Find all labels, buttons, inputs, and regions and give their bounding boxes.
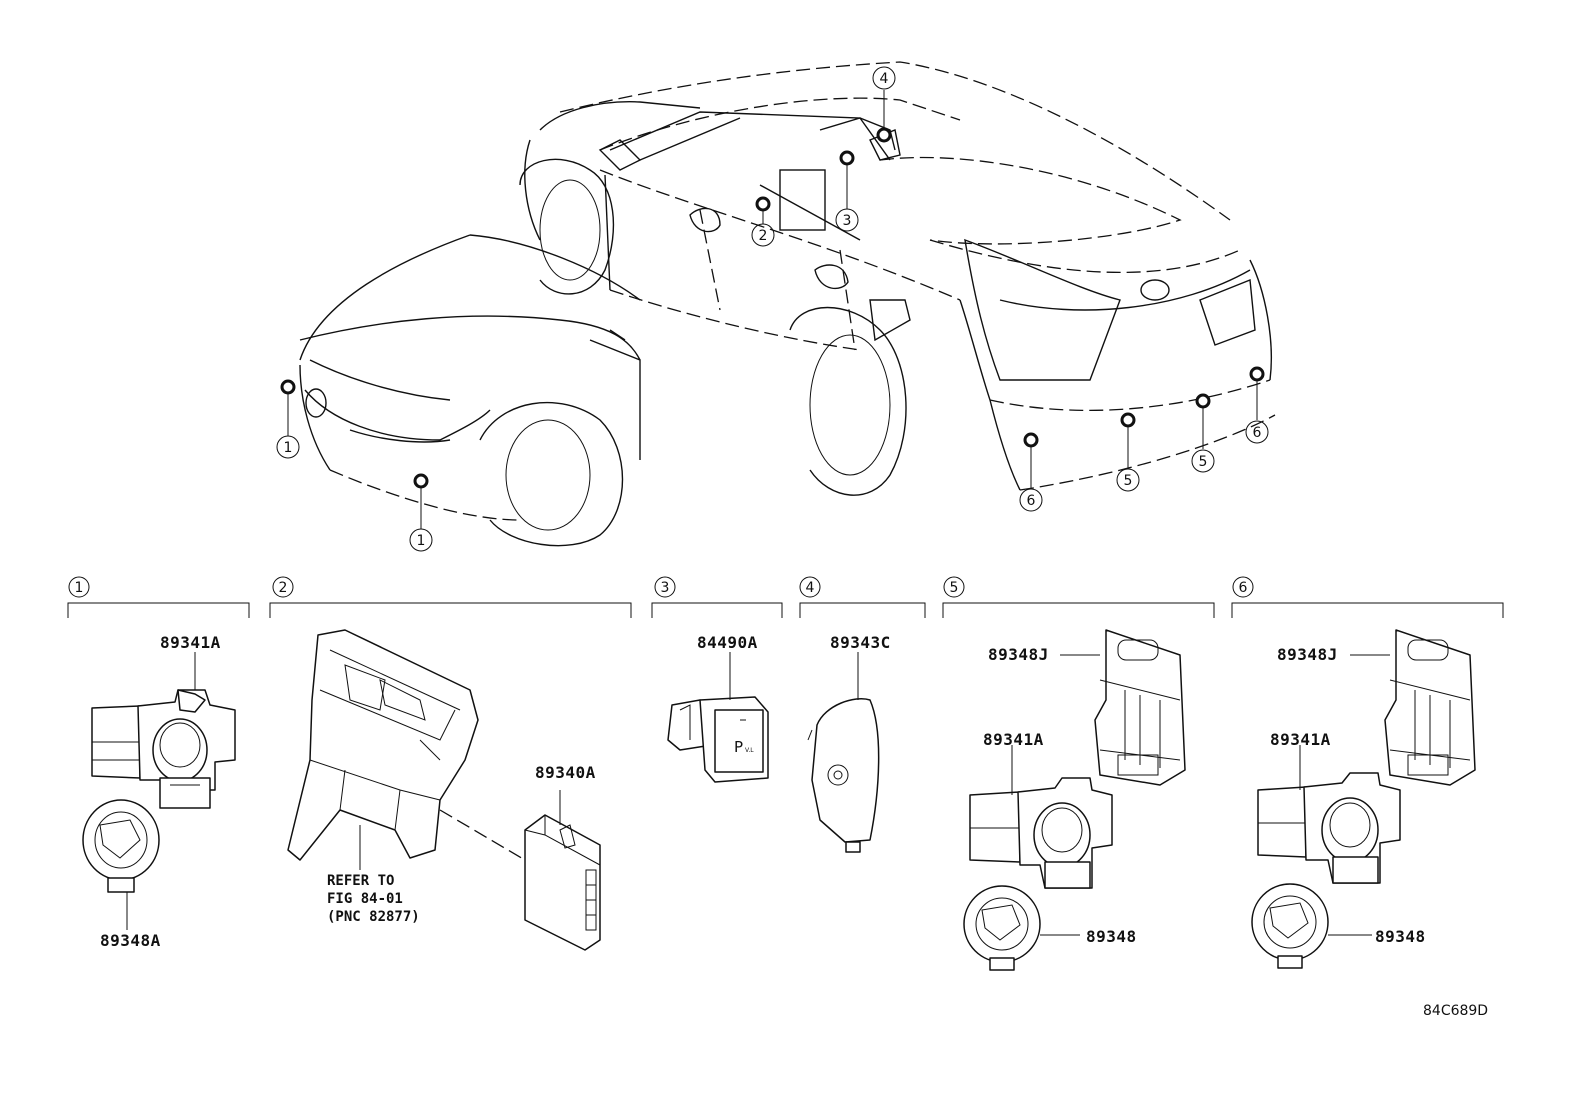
svg-text:6: 6: [1239, 580, 1248, 596]
svg-text:3: 3: [661, 580, 670, 596]
drawing-code: 84C689D: [1423, 1003, 1488, 1019]
callout-number: 6: [1027, 493, 1036, 509]
ultrasonic-sensor-drawing: [91, 689, 236, 809]
part-label-89348A: 89348A: [100, 931, 161, 950]
callout-number: 2: [759, 228, 768, 244]
callout-2: 2: [751, 223, 775, 247]
callout-1b: 1: [409, 528, 433, 552]
callout-number: 6: [1253, 425, 1262, 441]
section-3-parts: P V.L 84490A: [667, 633, 769, 783]
parking-switch-drawing: P V.L: [667, 696, 769, 783]
switch-p-glyph: P: [734, 738, 743, 756]
callout-number: 1: [417, 533, 426, 549]
refer-note-line-3: (PNC 82877): [327, 909, 420, 925]
section-header-6: 6: [1231, 576, 1504, 618]
callout-3: 3: [835, 208, 859, 232]
refer-note-line-1: REFER TO: [327, 873, 394, 889]
svg-text:2: 2: [279, 580, 288, 596]
section-5-parts: 89348J 89341A 89348: [963, 629, 1186, 971]
callout-number: 3: [843, 213, 852, 229]
refer-note-line-2: FIG 84-01: [327, 891, 403, 907]
section-2-parts: 89340A REFER TO FIG 84-01 (PNC 82877): [287, 629, 601, 951]
section-headers: 1 2 3 4 5 6: [67, 576, 1504, 618]
part-label-89341A: 89341A: [160, 633, 221, 652]
part-label-89348: 89348: [1086, 927, 1137, 946]
vehicle-rear-view: [519, 61, 1276, 496]
parking-assist-ecu-drawing: [524, 814, 601, 951]
sensor-holder-drawing-6: [1384, 629, 1476, 786]
svg-text:5: 5: [950, 580, 959, 596]
sensor-retainer-drawing-6: [1251, 883, 1329, 969]
callout-4: 4: [872, 66, 896, 90]
part-label-89340A: 89340A: [535, 763, 596, 782]
section-1-parts: 89341A 89348A: [82, 633, 236, 950]
section-header-2: 2: [269, 576, 632, 618]
section-header-1: 1: [67, 576, 250, 618]
callout-5a: 5: [1116, 468, 1140, 492]
callout-6b: 6: [1245, 420, 1269, 444]
part-label-84490A: 84490A: [697, 633, 758, 652]
console-bracket-drawing: [287, 629, 479, 861]
section-6-parts: 89348J 89341A 89348: [1251, 629, 1476, 969]
part-label-89341A: 89341A: [983, 730, 1044, 749]
callout-number: 4: [880, 71, 889, 87]
part-label-89348J: 89348J: [988, 645, 1049, 664]
callout-6a: 6: [1019, 488, 1043, 512]
callout-number: 5: [1124, 473, 1133, 489]
callout-number: 5: [1199, 454, 1208, 470]
callout-number: 1: [284, 440, 293, 456]
callout-5b: 5: [1191, 449, 1215, 473]
vehicle-front-view: [299, 234, 641, 547]
svg-text:1: 1: [75, 580, 84, 596]
ultrasonic-sensor-drawing-6: [1257, 772, 1401, 884]
part-label-89348: 89348: [1375, 927, 1426, 946]
part-label-89341A: 89341A: [1270, 730, 1331, 749]
sensor-retainer-drawing-5: [963, 885, 1041, 971]
callout-markers: 1 1 2 3 4 5 5 6 6: [276, 66, 1269, 552]
svg-text:4: 4: [806, 580, 815, 596]
section-header-3: 3: [651, 576, 783, 618]
sensor-holder-drawing-5: [1094, 629, 1186, 786]
section-header-5: 5: [942, 576, 1215, 618]
callout-1a: 1: [276, 435, 300, 459]
section-header-4: 4: [799, 576, 926, 618]
ultrasonic-sensor-drawing-5: [969, 777, 1113, 889]
part-label-89348J: 89348J: [1277, 645, 1338, 664]
section-4-parts: 89343C: [807, 633, 891, 853]
sensor-retainer-drawing: [82, 799, 160, 893]
buzzer-drawing: [807, 698, 880, 853]
switch-glyph-sub: V.L: [745, 747, 754, 754]
part-label-89343C: 89343C: [830, 633, 891, 652]
